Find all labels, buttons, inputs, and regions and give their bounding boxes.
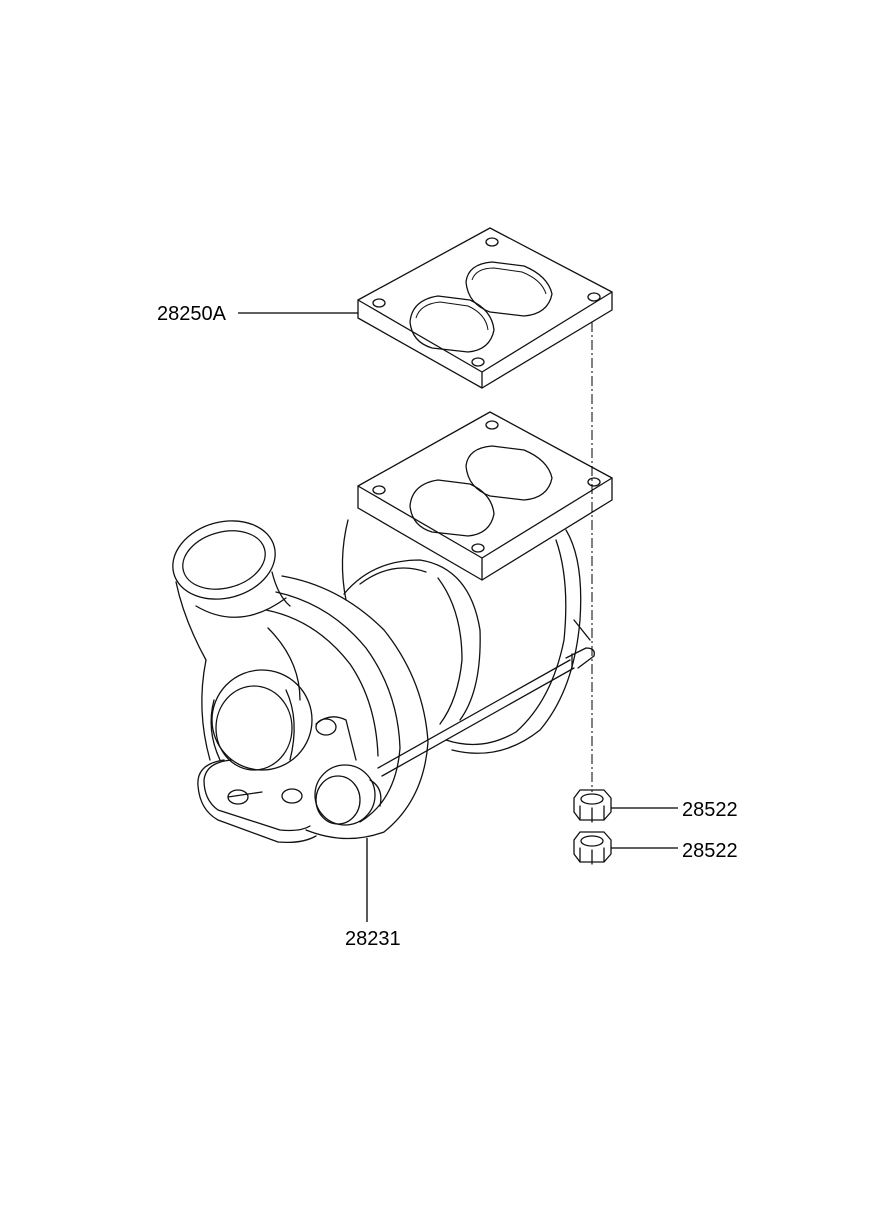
- label-turbocharger[interactable]: 28231: [345, 928, 401, 950]
- turbocharger-drawing[interactable]: [164, 411, 613, 844]
- label-nut-upper[interactable]: 28522: [682, 799, 738, 821]
- label-nut-lower[interactable]: 28522: [682, 840, 738, 862]
- gasket-drawing[interactable]: [357, 227, 613, 389]
- label-gasket[interactable]: 28250A: [157, 303, 227, 325]
- nut-upper-drawing[interactable]: [573, 789, 612, 823]
- nut-lower-drawing[interactable]: [573, 831, 612, 865]
